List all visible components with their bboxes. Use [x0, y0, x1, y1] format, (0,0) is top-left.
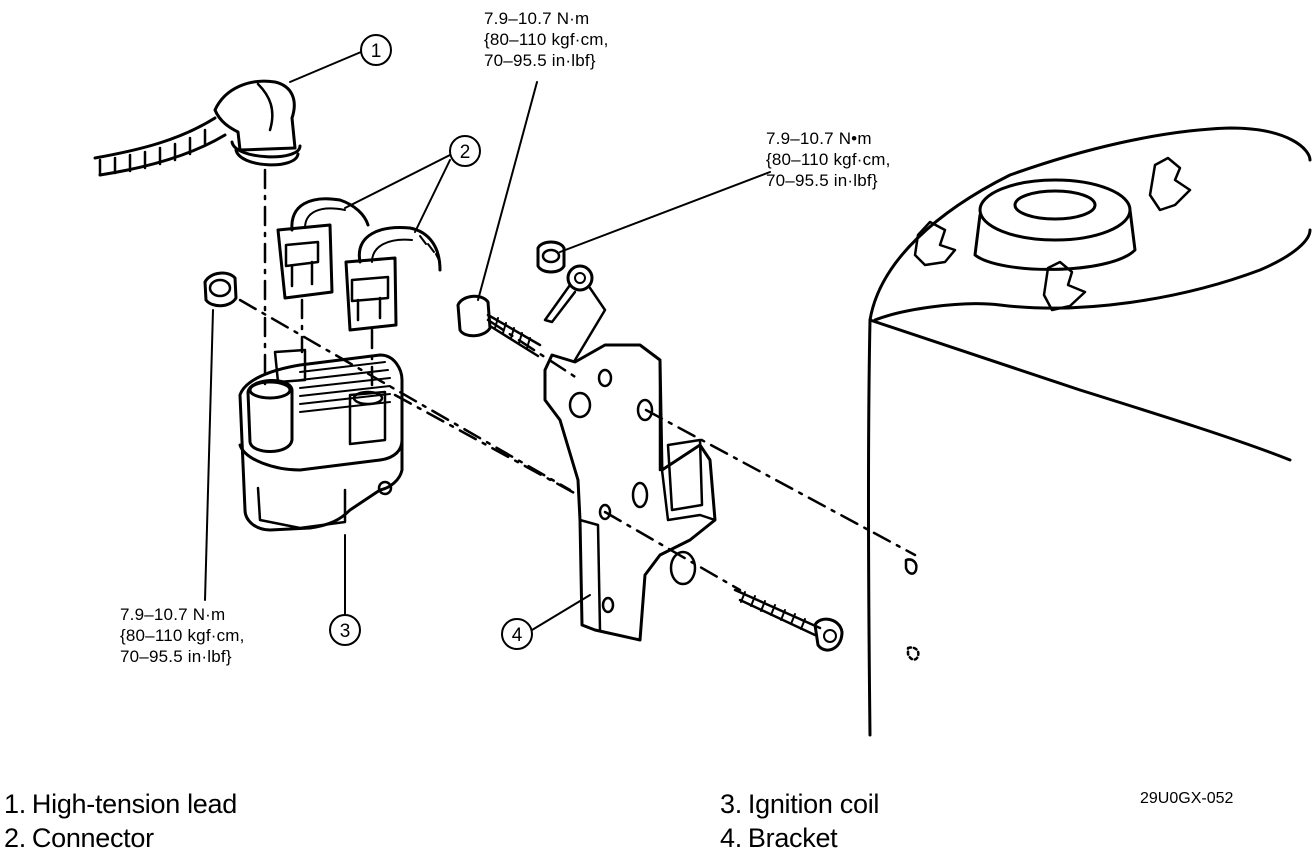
legend-item-high-tension-lead: 1.High-tension lead [4, 788, 237, 820]
ground-terminal [543, 264, 607, 362]
torque-spec-line: 7.9–10.7 N•m [766, 129, 872, 148]
torque-spec-right: 7.9–10.7 N•m {80–110 kgf·cm, 70–95.5 in·… [766, 128, 891, 191]
torque-spec-line: 70–95.5 in·lbf} [484, 51, 596, 70]
bracket [543, 343, 717, 642]
legend-label: Bracket [747, 823, 838, 853]
legend-item-connector: 2.Connector [4, 822, 154, 854]
legend-item-bracket: 4.Bracket [720, 822, 838, 854]
legend-item-ignition-coil: 3.Ignition coil [720, 788, 879, 820]
nut-left [203, 271, 238, 308]
torque-spec-line: 7.9–10.7 N·m [484, 9, 590, 28]
figure-code: 29U0GX-052 [1140, 790, 1234, 807]
torque-spec-line: {80–110 kgf·cm, [484, 30, 609, 49]
torque-leaders [204, 81, 771, 601]
callout-3: 3 [329, 534, 361, 646]
legend-number: 1. [4, 789, 26, 819]
callout-2: 2 [344, 135, 481, 233]
svg-text:4: 4 [512, 625, 523, 646]
ignition-coil [238, 348, 404, 532]
svg-text:2: 2 [460, 142, 471, 163]
legend-label: Ignition coil [747, 789, 880, 819]
svg-text:3: 3 [340, 621, 351, 642]
bolt-bottom [733, 588, 844, 652]
legend-number: 4. [720, 823, 742, 853]
legend-label: Connector [31, 823, 154, 853]
legend-label: High-tension lead [31, 789, 237, 819]
connectors [276, 197, 442, 332]
nut-right-top [536, 240, 566, 274]
torque-spec-line: 70–95.5 in·lbf} [766, 171, 878, 190]
bolt-top [456, 294, 542, 358]
assembly-lines [238, 168, 917, 592]
torque-spec-line: 7.9–10.7 N·m [120, 605, 226, 624]
legend-number: 3. [720, 789, 742, 819]
callout-4: 4 [501, 594, 591, 650]
high-tension-lead [93, 79, 302, 177]
torque-spec-line: {80–110 kgf·cm, [120, 626, 245, 645]
torque-spec-line: {80–110 kgf·cm, [766, 150, 891, 169]
svg-text:1: 1 [371, 41, 382, 62]
torque-spec-line: 70–95.5 in·lbf} [120, 647, 232, 666]
callout-1: 1 [289, 34, 392, 83]
strut-tower [867, 126, 1312, 737]
torque-spec-top: 7.9–10.7 N·m {80–110 kgf·cm, 70–95.5 in·… [484, 8, 609, 71]
torque-spec-left: 7.9–10.7 N·m {80–110 kgf·cm, 70–95.5 in·… [120, 604, 245, 667]
legend-number: 2. [4, 823, 26, 853]
